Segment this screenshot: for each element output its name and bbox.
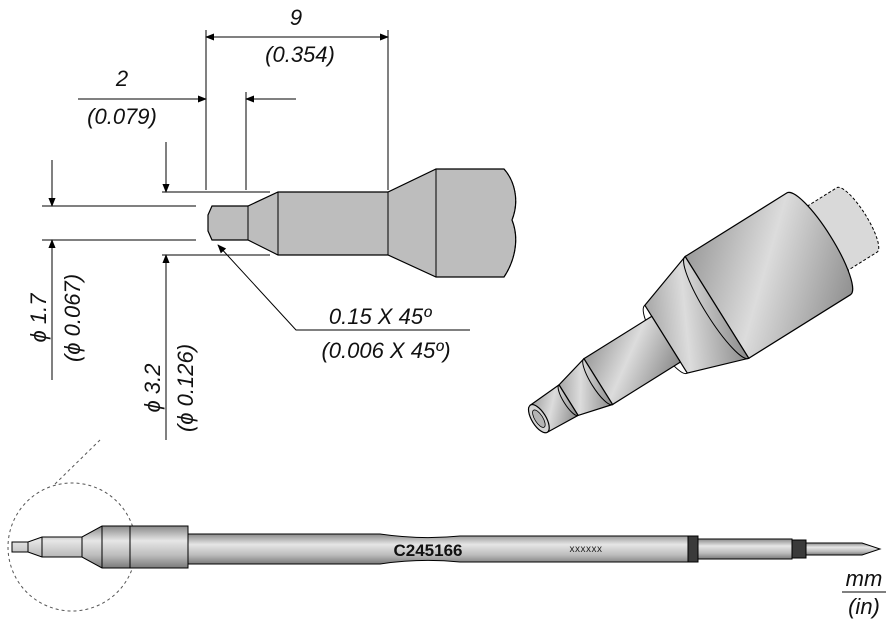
dim-diameter-step-in: (ϕ 0.126)	[173, 344, 198, 432]
detail-view: 9 (0.354) 2 (0.079) ϕ 1.7 (ϕ 0.067) ϕ 3.…	[26, 5, 517, 440]
dim-length-mm: 9	[290, 5, 302, 30]
detail-tip-profile	[207, 168, 517, 278]
dim-tip-length-in: (0.079)	[87, 104, 157, 129]
serial-code: xxxxxx	[570, 544, 603, 555]
dim-diameter-step-mm: ϕ 3.2	[140, 364, 165, 413]
unit-primary: mm	[846, 566, 883, 591]
band-2	[791, 539, 807, 559]
band-1	[687, 535, 699, 563]
dim-chamfer-in: (0.006 X 45º)	[321, 338, 450, 363]
full-cartridge-view: C245166 xxxxxx	[7, 439, 882, 612]
unit-secondary: (in)	[848, 594, 880, 619]
dim-length-in: (0.354)	[265, 42, 335, 67]
tip-3d-render	[527, 186, 880, 434]
dim-diameter-tip-in: (ϕ 0.067)	[60, 274, 85, 362]
dim-chamfer-mm: 0.15 X 45º	[329, 304, 432, 329]
dim-diameter-tip-mm: ϕ 1.7	[26, 293, 51, 343]
units-legend: mm (in)	[842, 566, 886, 619]
dim-tip-length-mm: 2	[115, 66, 128, 91]
part-code: C245166	[393, 541, 462, 560]
